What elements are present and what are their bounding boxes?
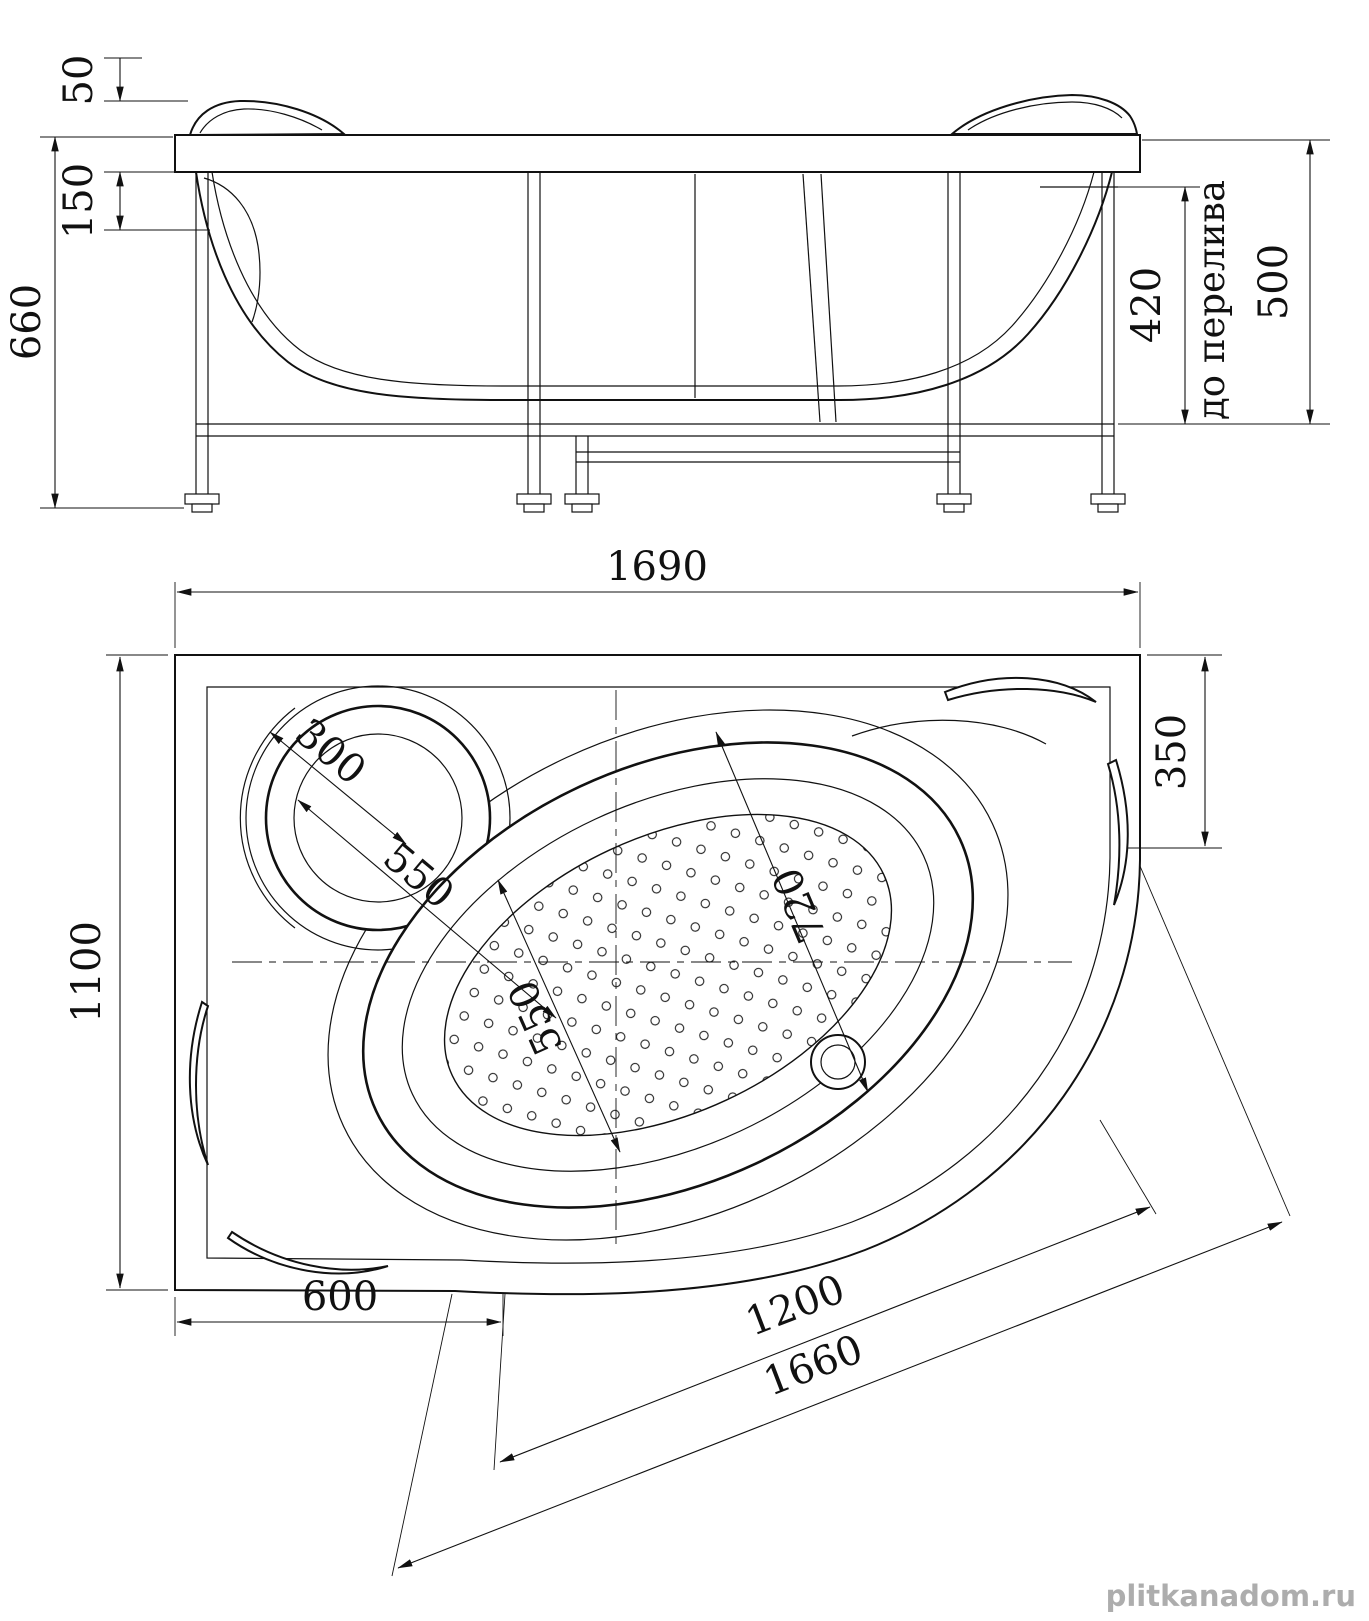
dim-width-group: 1100 bbox=[64, 654, 168, 1291]
jet-pipe-line-1 bbox=[802, 173, 821, 423]
bowl-outer-contour bbox=[327, 709, 1009, 1241]
ext-line bbox=[391, 1293, 453, 1577]
dim-line bbox=[497, 879, 621, 1153]
frame-legs bbox=[195, 172, 1115, 494]
seat-backrest-arc bbox=[239, 707, 296, 929]
dim-label-50: 50 bbox=[56, 55, 102, 106]
dim-label-1100: 1100 bbox=[64, 921, 110, 1023]
dim-line bbox=[715, 731, 869, 1093]
overflow-note-label: до перелива bbox=[1190, 180, 1233, 420]
ext-line bbox=[1099, 1119, 1157, 1215]
tub-shell-outer bbox=[195, 171, 1113, 401]
handle-bottom-left bbox=[226, 1230, 389, 1275]
dim-label-420: 420 bbox=[1124, 267, 1170, 343]
dim-total-height-group: 660 bbox=[4, 136, 184, 509]
dim-label-600: 600 bbox=[302, 1274, 378, 1320]
dim-headrest-height-group: 50 bbox=[56, 55, 188, 106]
watermark: plitkanadom.ru bbox=[1106, 1579, 1356, 1613]
right-headrest-inner-line bbox=[967, 101, 1123, 131]
dim-line bbox=[397, 1221, 1283, 1569]
seat-profile-line bbox=[203, 177, 261, 323]
bowl-headrest-arc bbox=[851, 719, 1047, 745]
ext-line bbox=[493, 1293, 506, 1471]
handle-right bbox=[1106, 758, 1129, 906]
drain-outer bbox=[810, 1034, 866, 1090]
right-headrest bbox=[949, 93, 1139, 135]
handle-left bbox=[188, 1000, 210, 1166]
jet-pipe-line-2 bbox=[820, 173, 837, 423]
dim-label-1690: 1690 bbox=[606, 544, 708, 590]
plan-view: 1690 1100 350 300 550 720 550 bbox=[64, 544, 1291, 1577]
tub-shell-inner bbox=[211, 171, 1095, 387]
dim-label-660: 660 bbox=[4, 284, 50, 360]
dim-label-150: 150 bbox=[56, 163, 102, 239]
dim-length-group: 1690 bbox=[174, 544, 1141, 648]
bowl-step-contour bbox=[401, 778, 935, 1172]
ext-line bbox=[1139, 865, 1291, 1217]
elevation-view: 50 150 660 420 до перелива 500 bbox=[4, 55, 1330, 513]
dim-label-350: 350 bbox=[1149, 714, 1195, 790]
handle-top-right bbox=[943, 676, 1097, 703]
left-headrest-inner-line bbox=[199, 108, 323, 134]
dim-rim-depth-group: 150 bbox=[56, 163, 210, 239]
tub-rim bbox=[174, 134, 1141, 173]
left-headrest bbox=[188, 99, 347, 137]
dim-shell-height-group: 500 bbox=[1142, 139, 1330, 425]
dim-overflow-group: 420 до перелива bbox=[1040, 180, 1330, 425]
frame-feet bbox=[184, 493, 1126, 513]
dim-back-corner-group: 350 bbox=[1128, 654, 1222, 849]
dim-label-500: 500 bbox=[1251, 244, 1297, 320]
